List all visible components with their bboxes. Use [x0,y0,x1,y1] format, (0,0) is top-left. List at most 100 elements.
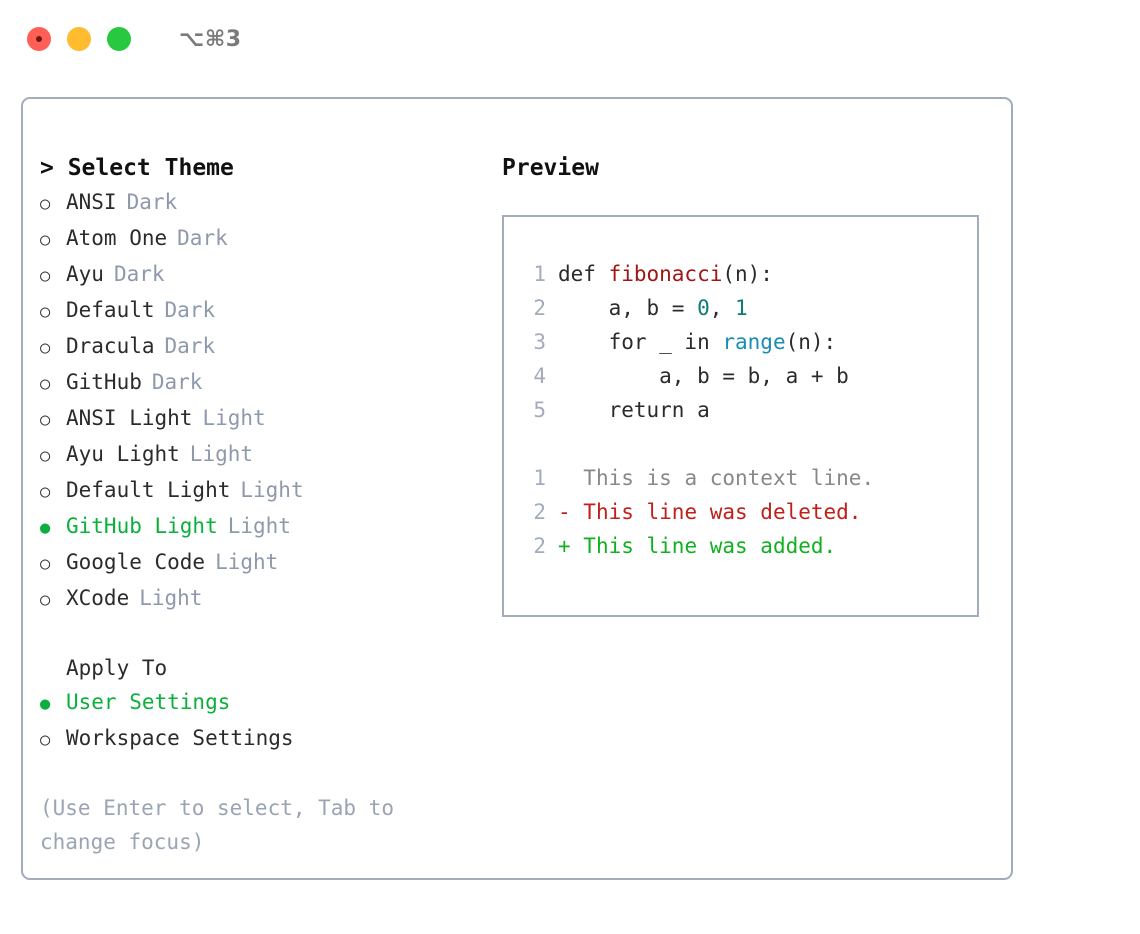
keyboard-hint: (Use Enter to select, Tab to change focu… [40,796,395,854]
theme-option-label: GitHub [66,370,142,394]
preview-title: Preview [502,155,599,181]
theme-option-kind: Light [227,514,291,538]
theme-option-google-code[interactable]: ○ Google Code Light [40,545,490,581]
line-number: 2 [533,500,546,524]
code-content: return a [558,393,710,427]
theme-option-label: Ayu [66,262,104,286]
radio-off-icon: ○ [40,730,51,750]
theme-option-label: XCode [66,586,130,610]
code-token: a, b = b, a + b [558,364,849,388]
radio-off-icon: ○ [40,338,51,358]
code-token: 0 [697,296,710,320]
code-content: def fibonacci(n): [558,257,773,291]
theme-picker-column: > Select Theme ○ ANSI Dark ○ Atom One Da… [40,151,490,859]
radio-off-icon: ○ [40,194,51,214]
select-theme-header: > Select Theme [40,155,234,181]
diff-prefix [558,461,583,495]
diff-line-context: 1 This is a context line. [518,461,971,495]
theme-option-github[interactable]: ○ GitHub Dark [40,365,490,401]
diff-prefix: - [558,500,584,524]
code-line: 4 a, b = b, a + b [518,359,971,393]
code-token: (n): [722,262,773,286]
apply-to-workspace-settings[interactable]: ○ Workspace Settings [40,721,490,757]
theme-option-github-light[interactable]: ● GitHub Light Light [40,509,490,545]
theme-option-default[interactable]: ○ Default Dark [40,293,490,329]
code-token: def [558,262,609,286]
theme-option-kind: Dark [113,262,165,286]
apply-to-section: Apply To ● User Settings ○ Workspace Set… [40,651,490,757]
code-token: 1 [735,296,748,320]
diff-text: This line was added. [583,534,837,558]
code-line: 5 return a [518,393,971,427]
radio-off-icon: ○ [40,446,51,466]
apply-to-user-settings[interactable]: ● User Settings [40,685,490,721]
code-token: , [709,296,736,320]
theme-option-ayu-light[interactable]: ○ Ayu Light Light [40,437,490,473]
radio-off-icon: ○ [40,482,51,502]
traffic-light-group [27,27,131,51]
theme-option-kind: Light [215,550,279,574]
title-bar: ⌥⌘3 [0,0,1140,78]
radio-off-icon: ○ [40,554,51,574]
radio-off-icon: ○ [40,230,51,250]
theme-option-atom-one[interactable]: ○ Atom One Dark [40,221,490,257]
code-line: 2 a, b = 0, 1 [518,291,971,325]
theme-option-kind: Light [189,442,254,466]
diff-text: This line was deleted. [583,500,862,524]
theme-option-label: ANSI [66,190,117,214]
line-number: 2 [533,534,546,558]
minimize-window-icon[interactable] [67,27,91,51]
theme-option-default-light[interactable]: ○ Default Light Light [40,473,490,509]
code-token: fibonacci [608,262,723,286]
diff-line-deleted: 2 - This line was deleted. [518,495,971,529]
code-content: a, b = b, a + b [558,359,849,393]
line-number: 1 [533,466,546,490]
apply-to-title: Apply To [66,656,168,680]
radio-on-icon: ● [40,694,51,714]
theme-option-label: Default Light [66,478,231,502]
code-line: 3 for _ in range(n): [518,325,971,359]
code-sample: 1 def fibonacci(n): 2 a, b = 0, 1 3 for … [518,257,971,563]
theme-option-kind: Dark [177,226,228,250]
theme-option-ansi-light[interactable]: ○ ANSI Light Light [40,401,490,437]
theme-option-kind: Dark [151,370,203,394]
radio-off-icon: ○ [40,374,51,394]
line-number: 3 [533,330,546,354]
apply-to-option-label: User Settings [66,690,231,714]
line-number: 1 [533,262,546,286]
close-window-icon[interactable] [27,27,51,51]
line-number: 2 [533,296,546,320]
code-token: (n): [785,330,837,354]
theme-option-label: Google Code [66,550,206,574]
code-line: 1 def fibonacci(n): [518,257,971,291]
code-token: a, b = [558,296,698,320]
radio-off-icon: ○ [40,302,51,322]
maximize-window-icon[interactable] [107,27,131,51]
theme-option-kind: Light [139,586,203,610]
theme-option-kind: Dark [126,190,178,214]
theme-option-ansi[interactable]: ○ ANSI Dark [40,185,490,221]
theme-option-ayu[interactable]: ○ Ayu Dark [40,257,490,293]
theme-option-kind: Light [240,478,304,502]
radio-off-icon: ○ [40,410,51,430]
theme-option-list: ○ ANSI Dark ○ Atom One Dark ○ Ayu Dark [40,185,490,617]
diff-prefix: + [558,534,584,558]
code-content: for _ in range(n): [558,325,837,359]
main-panel: > Select Theme ○ ANSI Dark ○ Atom One Da… [21,97,1013,880]
code-token: for _ in [558,330,723,354]
theme-option-xcode[interactable]: ○ XCode Light [40,581,490,617]
theme-option-dracula[interactable]: ○ Dracula Dark [40,329,490,365]
radio-on-icon: ● [40,518,51,538]
theme-option-kind: Light [202,406,266,430]
code-token: return a [558,398,710,422]
code-token: range [722,330,786,354]
theme-option-label: Ayu Light [66,442,180,466]
line-number: 5 [533,398,546,422]
code-diff-separator [518,427,971,461]
theme-option-label: Default [66,298,155,322]
line-number: 4 [533,364,546,388]
window-title: ⌥⌘3 [179,26,242,52]
diff-text: This is a context line. [583,466,875,490]
apply-to-option-label: Workspace Settings [66,726,294,750]
